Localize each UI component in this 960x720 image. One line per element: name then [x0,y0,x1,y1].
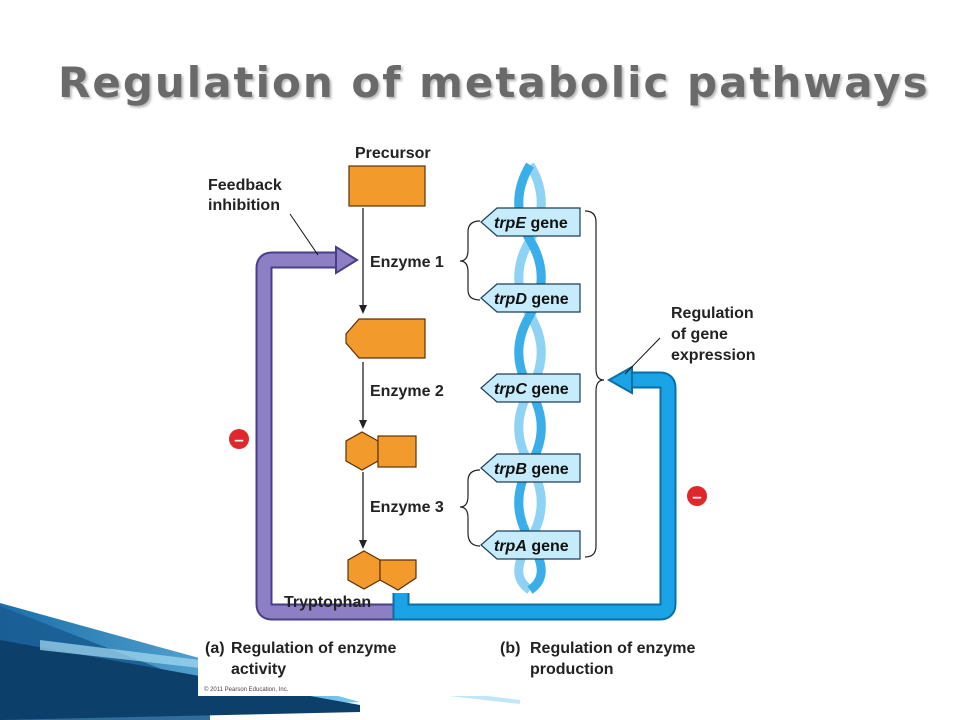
gene-regulation-label-line1: Regulation [671,305,754,322]
svg-text:trpC gene: trpC gene [494,381,569,398]
intermediate-2-shape [345,431,417,471]
gene-box-trpC: trpC gene [480,373,581,403]
gene-regulation-label-line2: of gene [671,326,728,343]
minus-sign-left: – [234,430,243,449]
svg-text:trpE gene: trpE gene [494,215,568,232]
caption-b-line2: production [530,661,614,678]
gene-name-trpA: trpA [494,538,527,555]
caption-a-line1: Regulation of enzyme [231,640,396,657]
precursor-label: Precursor [355,145,431,162]
caption-b-tag: (b) [500,640,520,657]
svg-text:trpA gene: trpA gene [494,538,569,555]
feedback-label-line1: Feedback [208,177,282,194]
gene-name-trpB: trpB [494,461,527,478]
feedback-arrowhead [335,245,359,275]
gene-name-trpC: trpC [494,381,527,398]
enzyme-2-label: Enzyme 2 [370,383,444,400]
gene-box-trpB: trpB gene [480,453,581,483]
slide-title: Regulation of metabolic pathways [58,58,930,107]
gene-suffix-trpB: gene [527,461,569,478]
feedback-label-line2: inhibition [208,197,280,214]
regulation-arrowhead [606,365,633,395]
feedback-inhibition-path [255,213,410,621]
gene-regulation-label-line3: expression [671,347,755,364]
gene-box-trpA: trpA gene [480,530,581,560]
gene-regulation-path [392,337,677,621]
gene-box-trpE: trpE gene [480,207,581,237]
gene-suffix-trpA: gene [527,538,569,555]
tryptophan-label: Tryptophan [284,594,371,611]
minus-badge-left [229,429,249,449]
copyright-notice: © 2011 Pearson Education, Inc. [204,686,289,693]
caption-b-line1: Regulation of enzyme [530,640,695,657]
gene-cluster-brace [584,210,605,558]
gene-suffix-trpE: gene [526,215,568,232]
caption-a-line2: activity [231,661,286,678]
gene-suffix-trpD: gene [527,291,569,308]
svg-text:trpD gene: trpD gene [494,291,569,308]
enzyme-braces [459,220,481,547]
minus-badge-right [687,486,707,506]
enzyme-3-label: Enzyme 3 [370,499,444,516]
intermediate-1-shape [345,318,426,359]
enzyme-1-label: Enzyme 1 [370,254,444,271]
svg-text:trpB gene: trpB gene [494,461,569,478]
gene-box-trpD: trpD gene [480,283,581,313]
precursor-shape [348,165,426,207]
gene-suffix-trpC: gene [527,381,569,398]
gene-name-trpE: trpE [494,215,527,232]
pathway-arrows [359,208,367,549]
tryptophan-shape [347,550,417,591]
gene-name-trpD: trpD [494,291,527,308]
minus-sign-right: – [692,487,701,506]
caption-a-tag: (a) [205,640,225,657]
